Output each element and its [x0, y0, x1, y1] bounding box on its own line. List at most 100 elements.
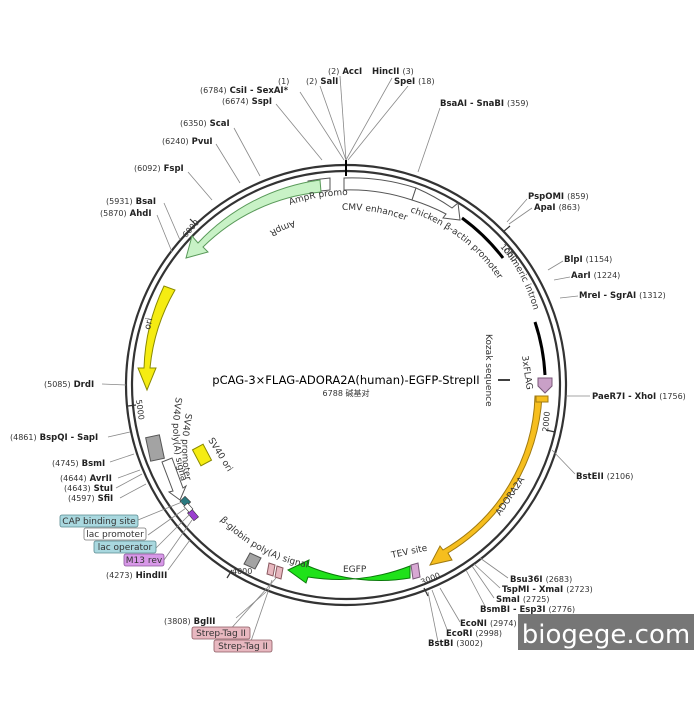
tick-6000	[189, 218, 197, 226]
strep-tag-marker-1[interactable]	[274, 565, 284, 580]
leader-m13	[163, 519, 193, 561]
site-label-econi: EcoNI(2974)	[460, 619, 517, 629]
leader-sapi	[107, 431, 131, 438]
leader-strep1	[227, 577, 277, 633]
tick-2000	[545, 429, 556, 433]
sv40-ori-label: SV40 ori	[205, 436, 234, 473]
leader-bsmi	[109, 453, 135, 463]
site-label-pspomi: PspOMI(859)	[528, 192, 589, 202]
m13-rev-box[interactable]	[123, 553, 165, 567]
site-label-bsaai: BsaAI - SnaBI(359)	[440, 99, 529, 109]
leader-drdi	[101, 383, 127, 386]
tev-site-marker[interactable]	[410, 562, 421, 580]
lac-promoter-box[interactable]	[83, 527, 147, 541]
cap-binding-box[interactable]	[59, 514, 139, 528]
site-label-drdi: (5085)DrdI	[44, 380, 94, 390]
kozak-label: Kozak sequence	[483, 334, 493, 407]
cap-binding-label: CAP binding site	[62, 517, 136, 527]
lac-operator-label: lac operator	[98, 543, 153, 553]
site-label-xhoi: PaeR7I - XhoI(1756)	[592, 392, 686, 402]
bglobin-label: β-globin poly(A) signal	[218, 515, 309, 570]
leader-blpi	[547, 260, 564, 271]
leader-econi	[439, 587, 461, 623]
sv40-promoter-arrow[interactable]	[161, 457, 188, 501]
strep-tag-marker-2[interactable]	[266, 562, 276, 577]
leader-ecori	[431, 589, 449, 633]
site-label-bsteii: BstEII(2106)	[576, 472, 633, 482]
strep-tag-label-2: Strep-Tag II	[218, 642, 268, 652]
site-label-smai: SmaI(2725)	[496, 595, 550, 605]
sv40-polya-label: SV40 poly(A) signal	[0, 0, 188, 482]
site-label-blpi: BlpI(1154)	[564, 255, 612, 265]
site-label-bsmi: (4745)BsmI	[52, 459, 105, 469]
tick-marks	[127, 218, 556, 597]
chicken-actin-promoter-arrow[interactable]	[411, 187, 461, 221]
leader-bsai	[163, 202, 181, 241]
site-label-mrei: MreI - SgrAI(1312)	[579, 291, 666, 301]
chimeric-intron-label: chimeric intron	[501, 246, 541, 311]
cmv-enhancer-arrow[interactable]	[343, 177, 417, 201]
site-label-acci: (2)AccI	[328, 67, 362, 77]
sv40-ori-box[interactable]	[191, 443, 213, 467]
ampr-arrow[interactable]	[185, 179, 322, 259]
ampr-label: AmpR	[268, 218, 296, 238]
watermark-bg	[518, 614, 694, 650]
lac-promoter-marker[interactable]	[183, 502, 194, 513]
tick-1000	[502, 225, 511, 233]
beta-globin-polya-box[interactable]	[243, 552, 262, 570]
leader-sfii	[119, 483, 147, 499]
leader-smai	[471, 565, 495, 599]
site-label-aari: AarI(1224)	[571, 271, 620, 281]
leader-cap	[137, 501, 183, 521]
leader-ahdi	[156, 214, 173, 253]
leader-acci	[339, 75, 347, 161]
site-label-scai: (6350)ScaI	[180, 119, 230, 129]
site-label-origin: (1)	[278, 77, 289, 86]
lac-operator-box[interactable]	[93, 540, 157, 554]
flag-tag-arrow[interactable]	[537, 377, 553, 394]
egfp-arrow[interactable]	[287, 559, 411, 584]
lac-promoter-label: lac promoter	[86, 530, 144, 540]
leader-fspi	[187, 171, 213, 201]
sv40-polya-box[interactable]	[145, 434, 165, 462]
site-label-ahdi: (5870)AhdI	[100, 209, 152, 219]
tick-3000	[423, 587, 429, 597]
strep-tag-box-1[interactable]	[191, 626, 251, 640]
leader-lacop	[155, 513, 191, 549]
leader-hincii	[345, 77, 393, 161]
tick-label-5000: 5000	[134, 399, 146, 420]
site-label-avrii: (4644)AvrII	[60, 474, 112, 484]
site-label-sspi: (6674)SspI	[222, 97, 272, 107]
strep-tag-box-2[interactable]	[213, 639, 273, 653]
m13-rev-label: M13 rev	[126, 556, 163, 566]
leader-scai	[233, 127, 261, 177]
tick-4000	[226, 569, 233, 579]
leader-esp3i	[465, 569, 487, 609]
site-label-pvui: (6240)PvuI	[162, 137, 213, 147]
leader-sali	[319, 85, 347, 161]
leader-avrii	[117, 469, 141, 479]
site-label-hincii: HincII(3)	[372, 67, 414, 77]
chimeric-intron-arc-2[interactable]	[533, 321, 547, 376]
site-label-sapi: (4861)BspQI - SapI	[10, 433, 98, 443]
site-label-ecori: EcoRI(2998)	[446, 629, 502, 639]
site-label-hindiii: (4273)HindIII	[106, 571, 167, 581]
ori-arrow[interactable]	[137, 285, 176, 392]
leader-sspi	[275, 103, 323, 161]
site-leaders	[101, 75, 590, 645]
adora2a-arrow[interactable]	[429, 395, 543, 566]
tick-label-4000: 4000	[232, 567, 252, 576]
chimeric-intron-arc[interactable]	[461, 216, 505, 259]
plasmid-title: pCAG-3×FLAG-ADORA2A(human)-EGFP-StrepII	[212, 373, 479, 387]
adora2a-arrow-body	[535, 395, 549, 403]
leader-lacprom	[147, 507, 187, 536]
leader-spei	[347, 85, 409, 161]
site-label-sfii: (4597)SfiI	[68, 494, 113, 504]
site-label-spei: SpeI(18)	[394, 77, 435, 87]
leader-bglii	[235, 591, 267, 619]
site-label-bstbi: BstBI(3002)	[428, 639, 483, 649]
leader-pvui	[215, 143, 241, 184]
site-label-apai: ApaI(863)	[534, 203, 580, 213]
leader-sexai	[299, 91, 345, 161]
